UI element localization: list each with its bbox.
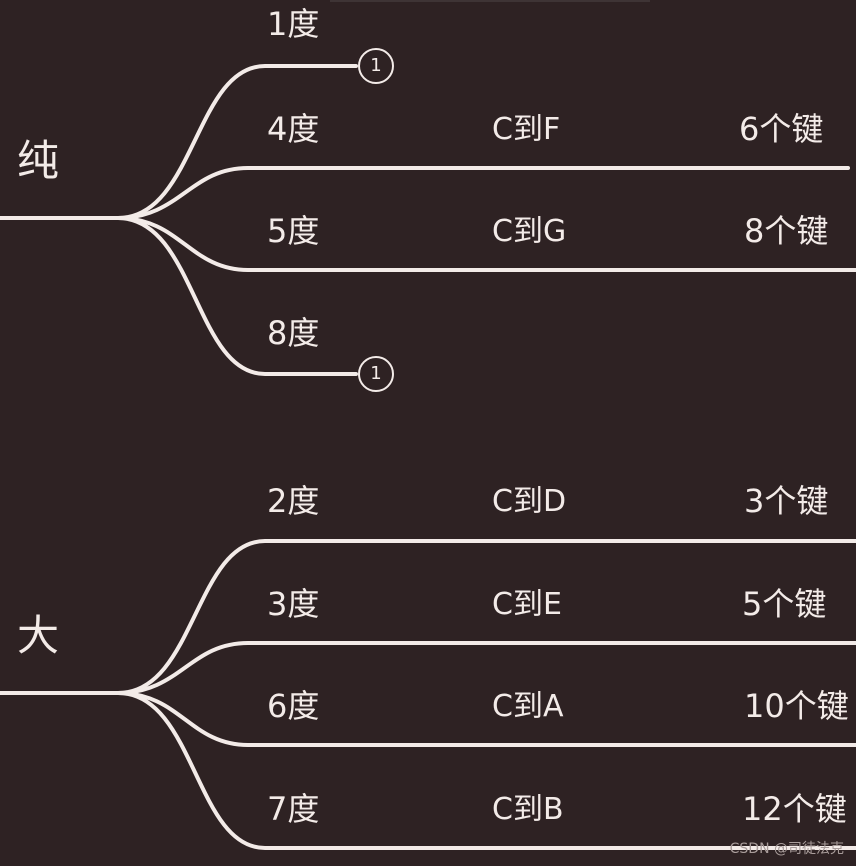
degree-label-7du: 7度 [267, 790, 320, 828]
degree-label-3du: 3度 [267, 585, 320, 623]
range-label-2du: C到D [492, 484, 567, 519]
range-label-7du: C到B [492, 792, 564, 827]
range-label-6du: C到A [492, 689, 564, 724]
range-label-4du: C到F [492, 112, 561, 147]
degree-label-8du: 8度 [267, 314, 320, 352]
keys-label-5du: 8个键 [744, 212, 829, 250]
root-node-pure: 纯 [17, 136, 60, 185]
watermark: CSDN @司徒法克 [729, 841, 844, 857]
branch-line-1du [116, 64, 358, 220]
keys-label-2du: 3个键 [744, 482, 829, 520]
degree-label-2du: 2度 [267, 482, 320, 520]
degree-label-4du: 4度 [267, 110, 320, 148]
root-node-major: 大 [17, 611, 60, 660]
branch-line-2du [116, 539, 856, 695]
branch-line-5du [116, 216, 856, 272]
keys-label-7du: 12个键 [742, 790, 847, 828]
degree-label-6du: 6度 [267, 687, 320, 725]
branch-line-8du [116, 216, 358, 376]
degree-label-5du: 5度 [267, 212, 320, 250]
branch-line-6du [116, 691, 856, 747]
keys-label-3du: 5个键 [742, 585, 827, 623]
branch-line-4du [116, 166, 850, 220]
collapse-count-badge-1du[interactable]: 1 [358, 48, 394, 84]
branch-line-7du [116, 691, 856, 850]
top-edge-divider [330, 0, 650, 2]
degree-label-1du: 1度 [267, 5, 320, 43]
branch-line-3du [116, 641, 856, 695]
collapse-count-badge-8du[interactable]: 1 [358, 356, 394, 392]
range-label-5du: C到G [492, 214, 567, 249]
keys-label-6du: 10个键 [744, 687, 849, 725]
range-label-3du: C到E [492, 587, 562, 622]
keys-label-4du: 6个键 [739, 110, 824, 148]
